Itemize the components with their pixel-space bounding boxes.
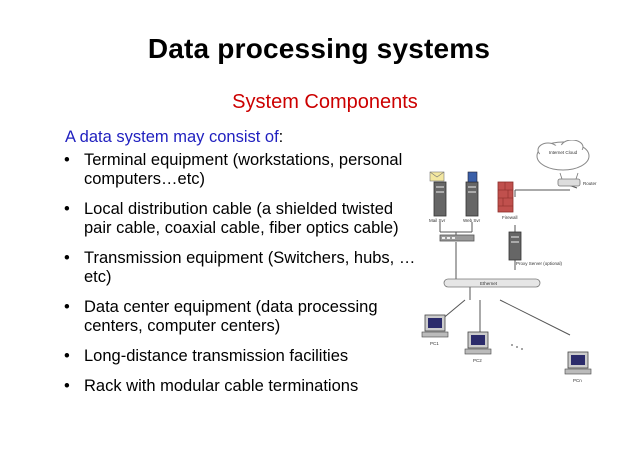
list-item-text: Transmission equipment (Switchers, hubs,… xyxy=(84,249,416,286)
list-item-text: Terminal equipment (workstations, person… xyxy=(84,151,403,188)
ellipsis-dots xyxy=(511,344,523,350)
slide-title: Data processing systems xyxy=(147,33,491,64)
list-item: • Local distribution cable (a shielded tw… xyxy=(62,200,422,238)
list-item: • Transmission equipment (Switchers, hubs… xyxy=(62,249,422,287)
switch-icon xyxy=(439,234,475,242)
web-server-label: Web Svr xyxy=(463,218,481,223)
intro-text: A data system may consist of xyxy=(65,128,279,146)
pcn-icon: PCn xyxy=(564,351,592,383)
bullet-dot: • xyxy=(64,347,70,365)
pc1-icon: PC1 xyxy=(421,314,449,346)
intro-line: A data system may consist of: xyxy=(65,128,283,147)
router-icon: Router xyxy=(557,172,597,187)
web-server-icon: Web Svr xyxy=(463,171,481,223)
list-item-text: Long-distance transmission facilities xyxy=(84,347,349,365)
list-item-text: Local distribution cable (a shielded twi… xyxy=(84,200,399,237)
ethernet-label: Ethernet xyxy=(480,281,498,286)
cloud-label: Internet Cloud xyxy=(549,150,578,155)
bullet-dot: • xyxy=(64,377,70,395)
network-diagram: Internet Cloud Router Firewall Mail Svr … xyxy=(421,140,597,383)
firewall-label: Firewall xyxy=(502,215,518,220)
bullet-dot: • xyxy=(64,249,70,267)
slide-subtitle: System Components xyxy=(232,91,418,113)
list-item: • Rack with modular cable terminations xyxy=(62,377,422,396)
proxy-server-icon: Proxy Server (optional) xyxy=(508,231,563,266)
cloud-icon: Internet Cloud xyxy=(536,140,590,171)
mail-server-label: Mail Svr xyxy=(429,218,446,223)
intro-colon: : xyxy=(278,128,284,146)
pcn-label: PCn xyxy=(573,378,582,383)
list-item: • Long-distance transmission facilities xyxy=(62,347,422,366)
mail-server-icon: Mail Svr xyxy=(429,171,447,223)
list-item: • Data center equipment (data processing … xyxy=(62,298,422,336)
bullet-dot: • xyxy=(64,298,70,316)
bullet-dot: • xyxy=(64,200,70,218)
firewall-icon: Firewall xyxy=(497,181,518,220)
list-item: • Terminal equipment (workstations, perso… xyxy=(62,151,422,189)
router-label: Router xyxy=(583,181,597,186)
list-item-text: Data center equipment (data processing c… xyxy=(84,298,378,335)
list-item-text: Rack with modular cable terminations xyxy=(84,377,359,395)
pc2-label: PC2 xyxy=(473,358,482,363)
component-list: • Terminal equipment (workstations, perso… xyxy=(62,151,422,407)
proxy-server-label: Proxy Server (optional) xyxy=(516,261,563,266)
pc1-label: PC1 xyxy=(430,341,439,346)
pc2-icon: PC2 xyxy=(464,331,492,363)
bullet-dot: • xyxy=(64,151,70,169)
ethernet-bus: Ethernet xyxy=(443,278,541,288)
